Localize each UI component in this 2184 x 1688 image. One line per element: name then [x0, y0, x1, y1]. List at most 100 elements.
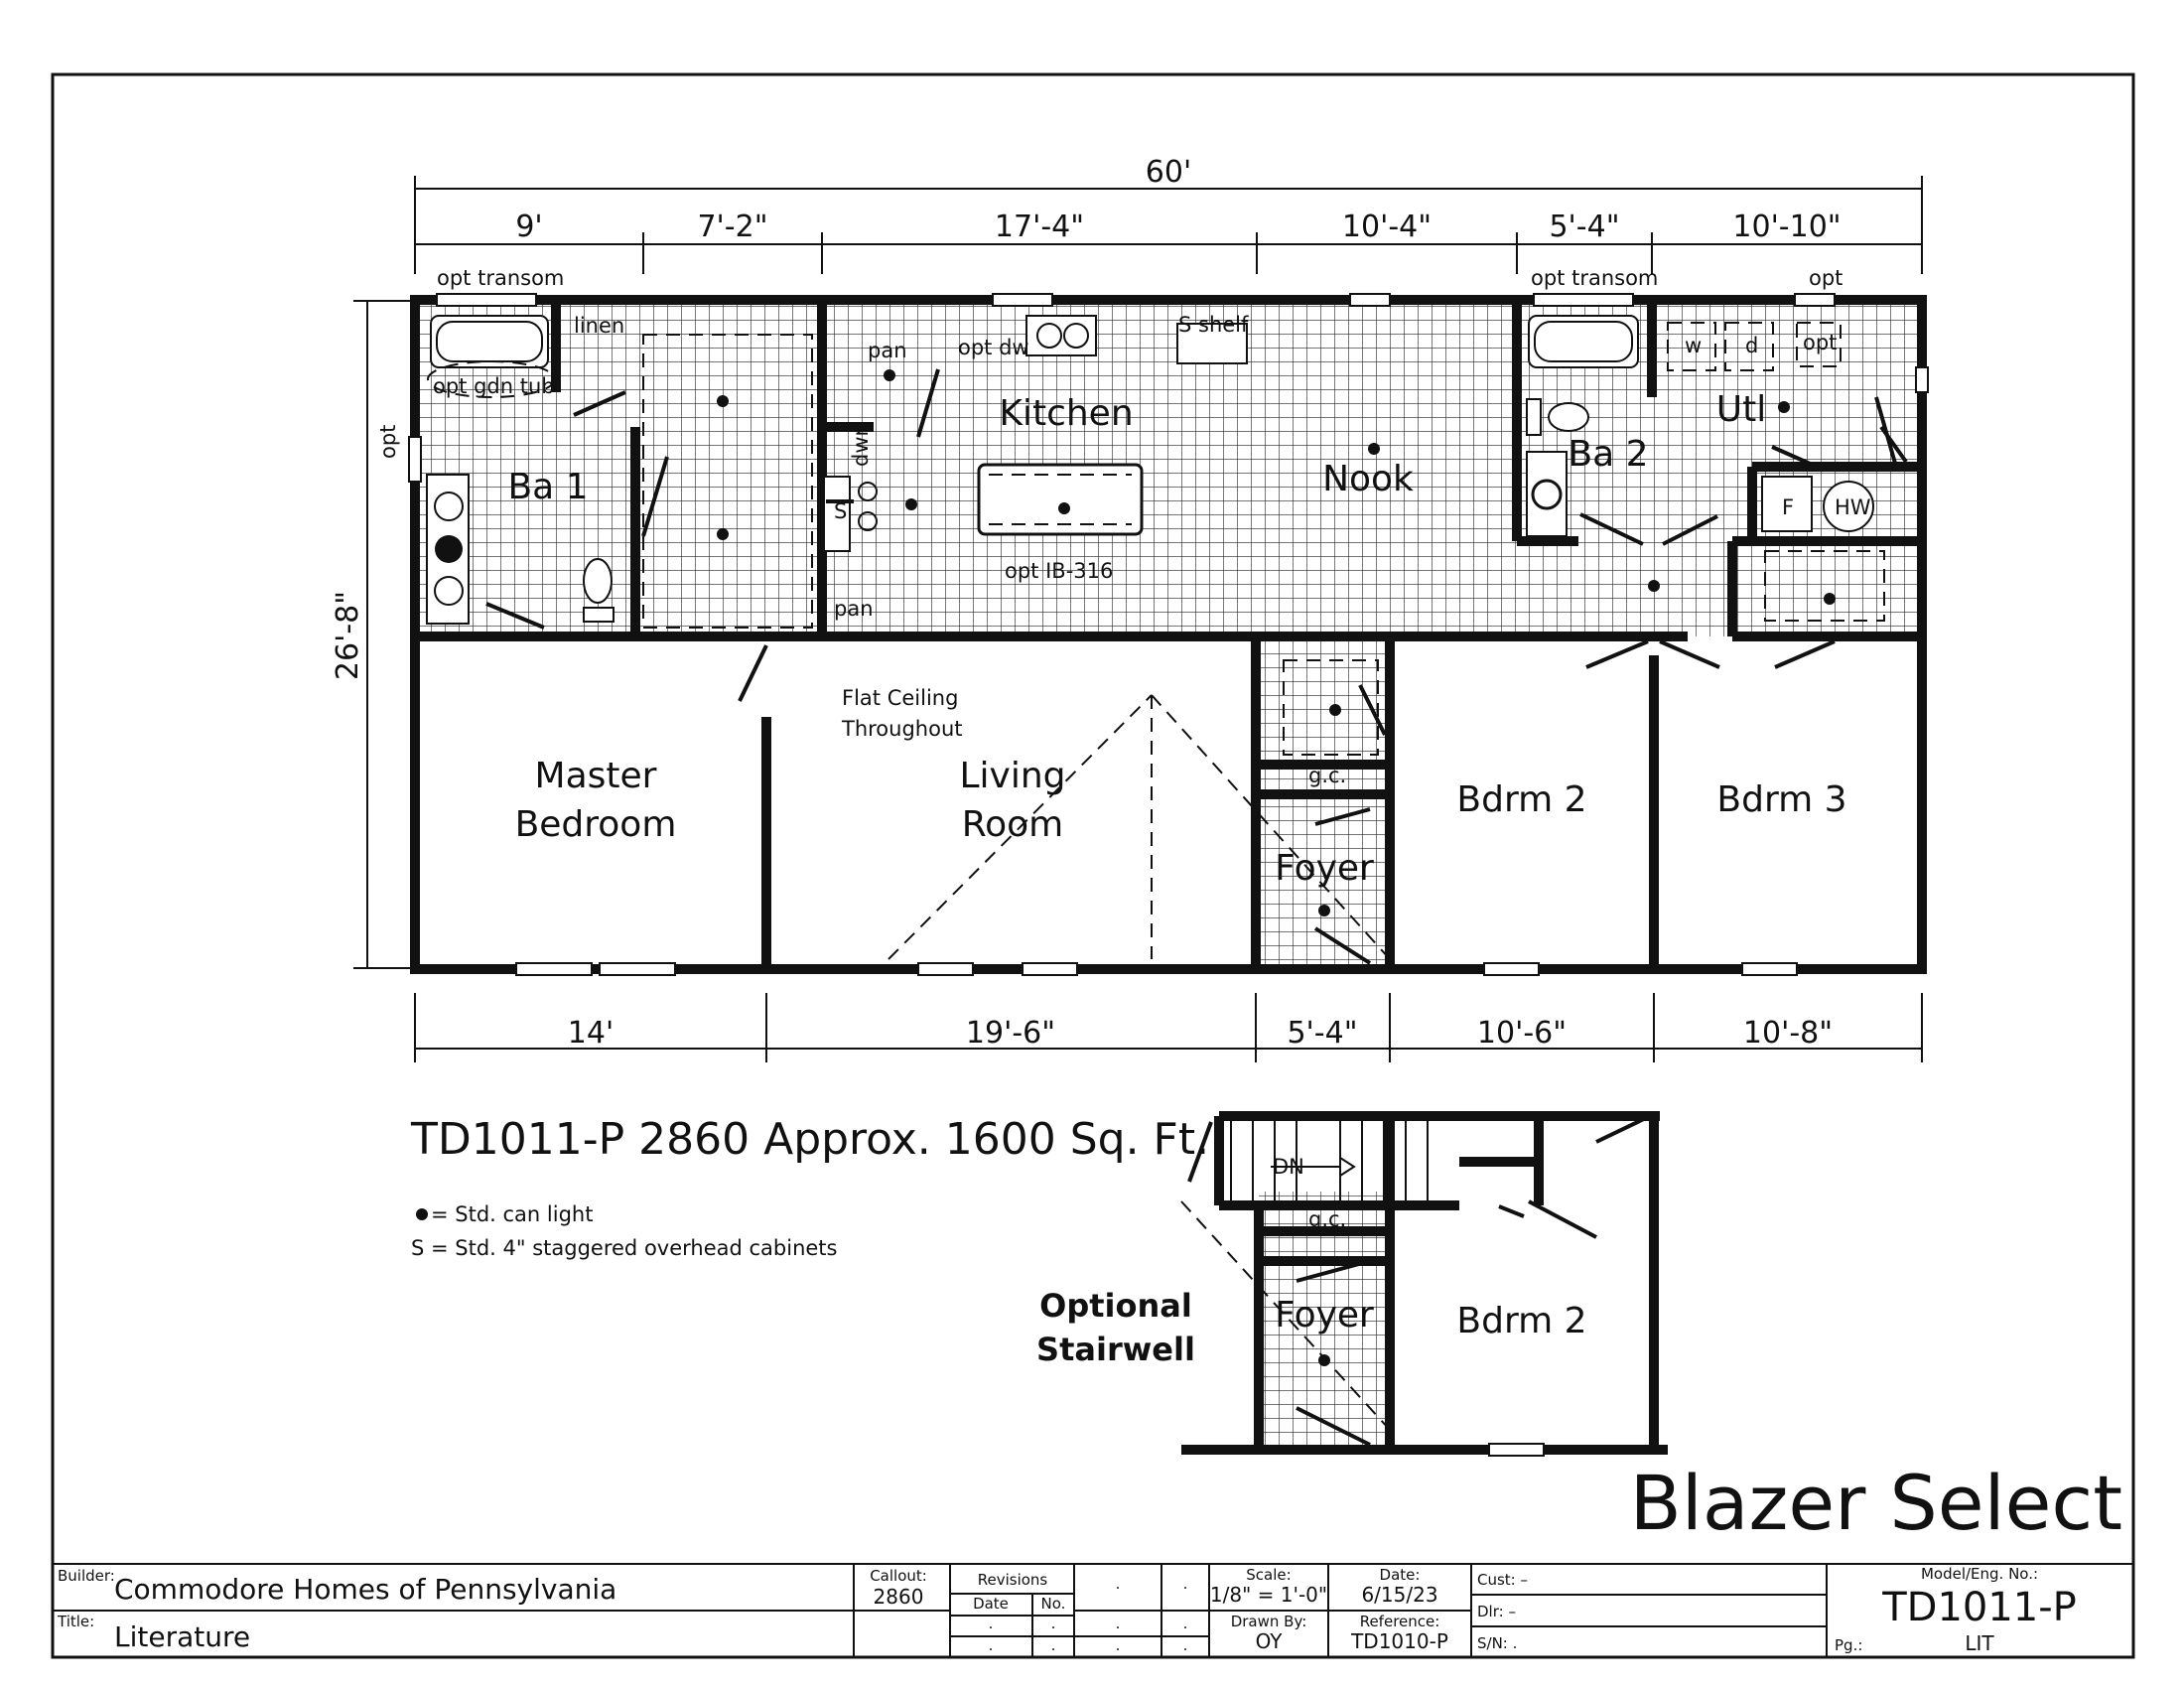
tb-dot-5: .: [989, 1615, 994, 1632]
tb-sn: S/N: .: [1477, 1634, 1517, 1652]
can-lights: [717, 369, 1836, 916]
bottom-dim-3: 5'-4": [1287, 1016, 1357, 1051]
top-dim-6: 10'-10": [1732, 210, 1841, 244]
label-opt-utl: opt: [1803, 331, 1837, 354]
doors: [485, 368, 1908, 965]
label-opt-dw: opt dw: [958, 336, 1029, 359]
tb-callout-label: Callout:: [870, 1567, 927, 1585]
tb-no-col: No.: [1041, 1595, 1066, 1613]
label-linen: linen: [574, 314, 624, 338]
room-label-bdrm3: Bdrm 3: [1716, 779, 1846, 820]
tile-floors: [420, 305, 1917, 969]
tb-pg: LIT: [1965, 1631, 1994, 1655]
top-dim-3: 17'-4": [995, 210, 1084, 244]
plan-walls: [410, 295, 1927, 974]
room-label-ba1: Ba 1: [507, 467, 588, 507]
tb-dot-6: .: [1051, 1615, 1056, 1632]
label-washer: w: [1685, 334, 1702, 357]
bottom-dimension-lines: [414, 993, 1923, 1062]
legend-can-light-dot: [416, 1208, 428, 1220]
bottom-dim-4: 10'-6": [1477, 1016, 1567, 1051]
bottom-dim-2: 19'-6": [966, 1016, 1055, 1051]
label-s-cabinet: S: [834, 499, 847, 523]
tb-dot-10: .: [1183, 1636, 1188, 1654]
room-label-nook: Nook: [1322, 459, 1414, 499]
opt-transom-note-2: opt transom: [1531, 266, 1658, 290]
label-flat-ceiling: Flat Ceiling: [842, 686, 958, 710]
room-label-ba2: Ba 2: [1568, 434, 1648, 475]
stair-foyer-label: Foyer: [1275, 1295, 1374, 1336]
tb-pg-label: Pg.:: [1835, 1636, 1862, 1654]
top-dim-4: 10'-4": [1342, 210, 1432, 244]
title-block-grid: [53, 1563, 2133, 1657]
brand-name: Blazer Select: [1630, 1459, 2122, 1547]
stair-dn-label: DN: [1273, 1155, 1304, 1179]
window-openings: [408, 293, 1929, 976]
room-label-utl: Utl: [1716, 389, 1766, 430]
label-f: F: [1782, 495, 1794, 519]
tb-dot-9: .: [1116, 1636, 1121, 1654]
legend-can-light: = Std. can light: [431, 1202, 593, 1226]
tb-title: Literature: [114, 1620, 250, 1653]
plan-title: TD1011-P 2860 Approx. 1600 Sq. Ft.: [410, 1114, 1209, 1165]
label-hw: HW: [1835, 495, 1871, 519]
tb-drawn-label: Drawn By:: [1231, 1613, 1307, 1630]
tb-date-label: Date:: [1380, 1566, 1421, 1584]
tb-date: 6/15/23: [1361, 1583, 1437, 1607]
label-opt-gdn-tub: opt gdn tub: [433, 374, 555, 398]
tb-builder: Commodore Homes of Pennsylvania: [114, 1573, 616, 1606]
stair-heading-1: Optional: [1039, 1287, 1192, 1325]
legend-cabinets: S = Std. 4" staggered overhead cabinets: [411, 1236, 838, 1260]
room-label-master-1: Master: [535, 756, 657, 796]
label-pan-top: pan: [868, 339, 907, 362]
tb-dot-3: .: [1116, 1615, 1121, 1632]
tb-scale: 1/8" = 1'-0": [1210, 1583, 1327, 1607]
opt-transom-note-1: opt transom: [437, 266, 564, 290]
fixtures: [426, 315, 1885, 756]
overall-width-dim: 60': [1146, 155, 1191, 190]
label-dryer: d: [1745, 334, 1758, 357]
top-dim-5: 5'-4": [1549, 210, 1619, 244]
top-dim-1: 9': [515, 210, 542, 244]
vaulted-ceiling-lines: [887, 694, 1391, 960]
tb-model: TD1011-P: [1881, 1585, 2077, 1630]
stair-gc-label: g.c.: [1308, 1207, 1346, 1231]
side-dimension-line: [353, 300, 415, 969]
tb-dot-1: .: [1116, 1575, 1121, 1593]
room-label-bdrm2: Bdrm 2: [1456, 779, 1586, 820]
tb-dot-8: .: [1051, 1636, 1056, 1654]
tb-builder-label: Builder:: [58, 1567, 115, 1585]
stair-bdrm2-label: Bdrm 2: [1456, 1301, 1586, 1341]
label-gc: g.c.: [1308, 764, 1346, 787]
top-dimension-lines: [414, 176, 1923, 274]
tb-reference-label: Reference:: [1360, 1613, 1440, 1630]
depth-dim: 26'-8": [331, 591, 365, 680]
tb-dot-7: .: [989, 1636, 994, 1654]
bottom-dim-5: 10'-8": [1743, 1016, 1833, 1051]
label-s-shelf: S shelf: [1178, 313, 1249, 337]
tb-title-label: Title:: [57, 1613, 94, 1630]
tb-revisions-label: Revisions: [978, 1571, 1048, 1589]
top-dim-2: 7'-2": [697, 210, 767, 244]
opt-note-utl: opt: [1809, 266, 1843, 290]
stair-heading-2: Stairwell: [1036, 1331, 1195, 1368]
tb-dlr: Dlr: –: [1477, 1603, 1516, 1620]
tb-callout: 2860: [874, 1585, 924, 1609]
room-label-master-2: Bedroom: [515, 804, 677, 845]
tb-reference: TD1010-P: [1350, 1629, 1448, 1653]
tb-dot-4: .: [1183, 1615, 1188, 1632]
tb-scale-label: Scale:: [1246, 1566, 1291, 1584]
optional-stairwell-plan: [1180, 1111, 1668, 1457]
label-throughout: Throughout: [841, 717, 963, 741]
label-pan-bottom: pan: [834, 597, 874, 621]
label-opt-ib: opt IB-316: [1005, 559, 1113, 583]
side-opt-note: opt: [376, 425, 400, 459]
sheet-border: [51, 72, 2135, 1659]
room-label-living-2: Room: [962, 804, 1064, 845]
room-label-living-1: Living: [959, 756, 1065, 796]
tb-dot-2: .: [1183, 1575, 1188, 1593]
room-label-foyer: Foyer: [1275, 848, 1374, 889]
room-label-kitchen: Kitchen: [999, 393, 1133, 434]
label-dwr: dwr: [849, 427, 873, 467]
tb-model-label: Model/Eng. No.:: [1921, 1565, 2038, 1583]
